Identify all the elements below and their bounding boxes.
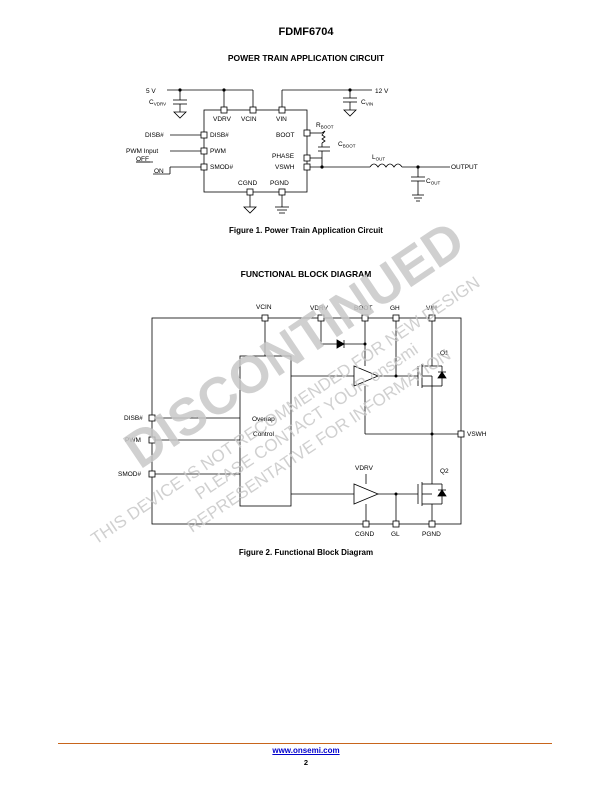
- overlap-control-block: [239, 355, 292, 507]
- pin-phase: PHASE: [272, 153, 295, 160]
- bd-pin-gl: GL: [391, 531, 400, 538]
- pin-pgnd: PGND: [270, 180, 289, 187]
- footer-rule: [58, 743, 552, 744]
- ic-body-fig2: [151, 317, 462, 525]
- label-output: OUTPUT: [451, 164, 478, 171]
- page-number: 2: [303, 758, 309, 767]
- pin-vswh: VSWH: [275, 164, 295, 171]
- bd-pin-gh: GH: [390, 305, 400, 312]
- label-rboot: RBOOT: [316, 122, 334, 130]
- bd-label-q1: Q1: [440, 350, 449, 357]
- overlap-label-1: Overlap: [252, 416, 275, 423]
- ext-disb: DISB#: [145, 132, 164, 139]
- pin-smod: SMOD#: [210, 164, 234, 171]
- bd-pin-pgnd: PGND: [422, 531, 441, 538]
- overlap-label-2: Control: [253, 431, 275, 438]
- bd-pin-smod: SMOD#: [118, 471, 142, 478]
- ext-on: ON: [154, 168, 164, 175]
- label-cboot: CBOOT: [338, 141, 356, 149]
- pin-disb: DISB#: [210, 132, 229, 139]
- section-title-block-diagram: FUNCTIONAL BLOCK DIAGRAM: [240, 269, 372, 279]
- pin-boot: BOOT: [276, 132, 294, 139]
- bd-pin-disb: DISB#: [124, 415, 143, 422]
- label-cout: COUT: [426, 178, 440, 186]
- bd-pin-vdrv: VDRV: [310, 305, 329, 312]
- pin-vdrv: VDRV: [213, 116, 232, 123]
- figure2-caption: Figure 2. Functional Block Diagram: [238, 548, 374, 557]
- section-title-application: POWER TRAIN APPLICATION CIRCUIT: [227, 53, 385, 63]
- figure1-caption: Figure 1. Power Train Application Circui…: [229, 226, 383, 235]
- label-lout: LOUT: [372, 154, 385, 162]
- bd-label-vdrv-low: VDRV: [355, 465, 374, 472]
- pin-vin: VIN: [276, 116, 287, 123]
- bd-pin-vswh: VSWH: [467, 431, 487, 438]
- bd-label-q2: Q2: [440, 468, 449, 475]
- pin-cgnd: CGND: [238, 180, 257, 187]
- label-cvdrv: CVDRV: [149, 99, 166, 107]
- bd-pin-boot: BOOT: [354, 305, 372, 312]
- pin-pwm: PWM: [210, 148, 226, 155]
- bd-pin-cgnd: CGND: [355, 531, 374, 538]
- part-number-header: FDMF6704: [278, 26, 334, 38]
- ext-off: OFF: [136, 156, 149, 163]
- label-5v: 5 V: [146, 88, 156, 95]
- label-cvin: CVIN: [361, 99, 373, 107]
- ext-pwm-input: PWM Input: [126, 148, 158, 155]
- bd-pin-vin: VIN: [426, 305, 437, 312]
- bd-pin-vcin: VCIN: [256, 304, 272, 311]
- pin-vcin: VCIN: [241, 116, 257, 123]
- label-12v: 12 V: [375, 88, 389, 95]
- footer-website-link[interactable]: www.onsemi.com: [272, 746, 340, 755]
- bd-pin-pwm: PWM: [125, 437, 141, 444]
